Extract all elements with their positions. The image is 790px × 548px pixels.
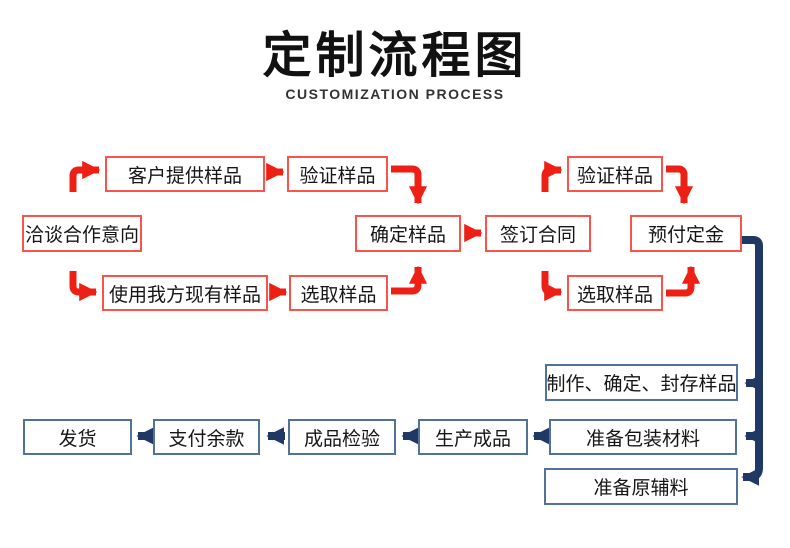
- arrow-negotiate-to-customer-sample: [69, 160, 101, 192]
- arrow-verify-left-to-confirm: [391, 165, 428, 205]
- page-subtitle: CUSTOMIZATION PROCESS: [285, 86, 505, 102]
- arrow-sign-contract-to-select-right: [541, 271, 563, 302]
- node-make-seal-sample: 制作、确定、封存样品: [545, 364, 738, 401]
- node-confirm-sample: 确定样品: [355, 215, 461, 252]
- node-verify-sample-left: 验证样品: [287, 156, 388, 192]
- arrow-select-right-to-prepay: [666, 265, 701, 297]
- node-pay-balance: 支付余款: [153, 419, 260, 455]
- connector-prepay-to-prepare-raw: [740, 236, 763, 486]
- arrow-sign-contract-to-verify-right: [541, 160, 563, 192]
- node-negotiate: 洽谈合作意向: [22, 215, 142, 252]
- arrow-select-left-to-confirm: [391, 265, 428, 295]
- node-prepay-deposit: 预付定金: [630, 215, 742, 252]
- node-ship: 发货: [23, 419, 132, 455]
- node-prepare-packaging: 准备包装材料: [549, 419, 737, 455]
- node-customer-sample: 客户提供样品: [105, 156, 265, 192]
- node-use-our-sample: 使用我方现有样品: [102, 275, 268, 311]
- node-select-sample-left: 选取样品: [289, 275, 388, 311]
- node-inspect-product: 成品检验: [288, 419, 396, 455]
- arrow-negotiate-to-use-our-sample: [69, 271, 98, 302]
- node-prepare-raw-materials: 准备原辅料: [544, 468, 738, 505]
- node-sign-contract: 签订合同: [485, 215, 591, 252]
- arrow-verify-right-to-prepay: [666, 165, 694, 205]
- node-verify-sample-right: 验证样品: [567, 156, 663, 192]
- node-produce-product: 生产成品: [418, 419, 528, 455]
- node-select-sample-right: 选取样品: [567, 275, 663, 311]
- page-title: 定制流程图: [262, 29, 528, 83]
